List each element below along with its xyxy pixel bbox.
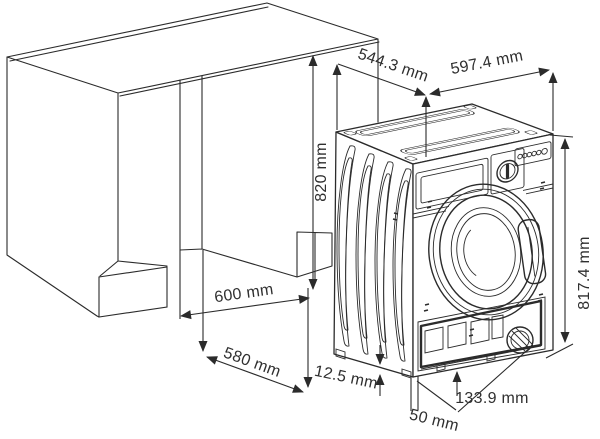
corner-pad	[524, 130, 538, 135]
program-dial[interactable]	[496, 158, 519, 184]
kick-bottom-strip	[420, 345, 542, 372]
panel-button[interactable]	[541, 147, 548, 155]
top-mounting-rails	[343, 105, 538, 161]
glass-reflection	[463, 229, 477, 276]
door-handle[interactable]	[517, 218, 547, 285]
dim-label-door-clearance: 50 mm	[408, 406, 461, 435]
dim-label-top-depth: 544.3 mm	[356, 46, 431, 86]
rear-rail-slot	[359, 110, 471, 135]
kick-plate	[417, 296, 546, 372]
dim-appliance-height-817: 817.4 mm	[545, 134, 593, 359]
dim-label-niche-height: 820 mm	[313, 142, 330, 202]
dim-label-base-depth: 580 mm	[221, 345, 283, 381]
detergent-drawer-inner	[420, 163, 484, 204]
filter-cap[interactable]	[506, 326, 534, 354]
dim-label-niche-depth: 600 mm	[213, 281, 274, 306]
corner-pad	[404, 156, 418, 161]
dim-niche-height-820: 820 mm	[308, 55, 330, 290]
dim-label-top-width: 597.4 mm	[449, 47, 524, 78]
niche-partition-and-floor	[179, 75, 333, 281]
dim-niche-depth-600: 600 mm	[179, 250, 310, 320]
vent-slot-outer	[336, 145, 412, 362]
porthole-door[interactable]	[420, 177, 552, 328]
button-strip	[514, 141, 552, 167]
door-ring	[432, 188, 540, 316]
cabinet-niche	[179, 75, 333, 281]
cabinet	[6, 2, 380, 318]
corner-pad	[343, 131, 357, 136]
front-rail-outer	[400, 127, 520, 155]
vent-slot-inner	[338, 157, 409, 346]
rear-rail-outer	[355, 109, 475, 137]
filter-cap-hatch	[508, 327, 533, 352]
kick-recess-outline	[417, 296, 546, 372]
dim-base-depth-580: 580 mm	[198, 250, 313, 393]
kick-plate-frame	[419, 299, 543, 369]
corner-pad	[463, 105, 477, 110]
door-face	[439, 194, 533, 310]
washing-machine	[333, 103, 554, 379]
door-glass	[456, 213, 516, 291]
filter-cap-inner	[510, 330, 530, 350]
door-handle-groove	[527, 226, 536, 277]
dim-label-plinth-height: 133.9 mm	[455, 390, 529, 407]
cabinet-plinth	[98, 266, 168, 318]
door-ring-outer	[428, 183, 544, 321]
panel-button[interactable]	[536, 149, 542, 156]
control-panel	[413, 141, 553, 219]
kick-vents	[424, 314, 504, 354]
side-vent-slots	[335, 145, 412, 379]
dim-label-appliance-height: 817.4 mm	[576, 236, 593, 310]
front-rail-slot	[404, 129, 516, 154]
dim-plinth-height-133-9: 133.9 mm	[452, 371, 529, 407]
dial-pointer	[505, 163, 510, 179]
dim-label-bottom-edge: 12.5 mm	[313, 363, 379, 393]
panel-seams	[413, 183, 553, 219]
cabinet-outline	[6, 2, 380, 318]
